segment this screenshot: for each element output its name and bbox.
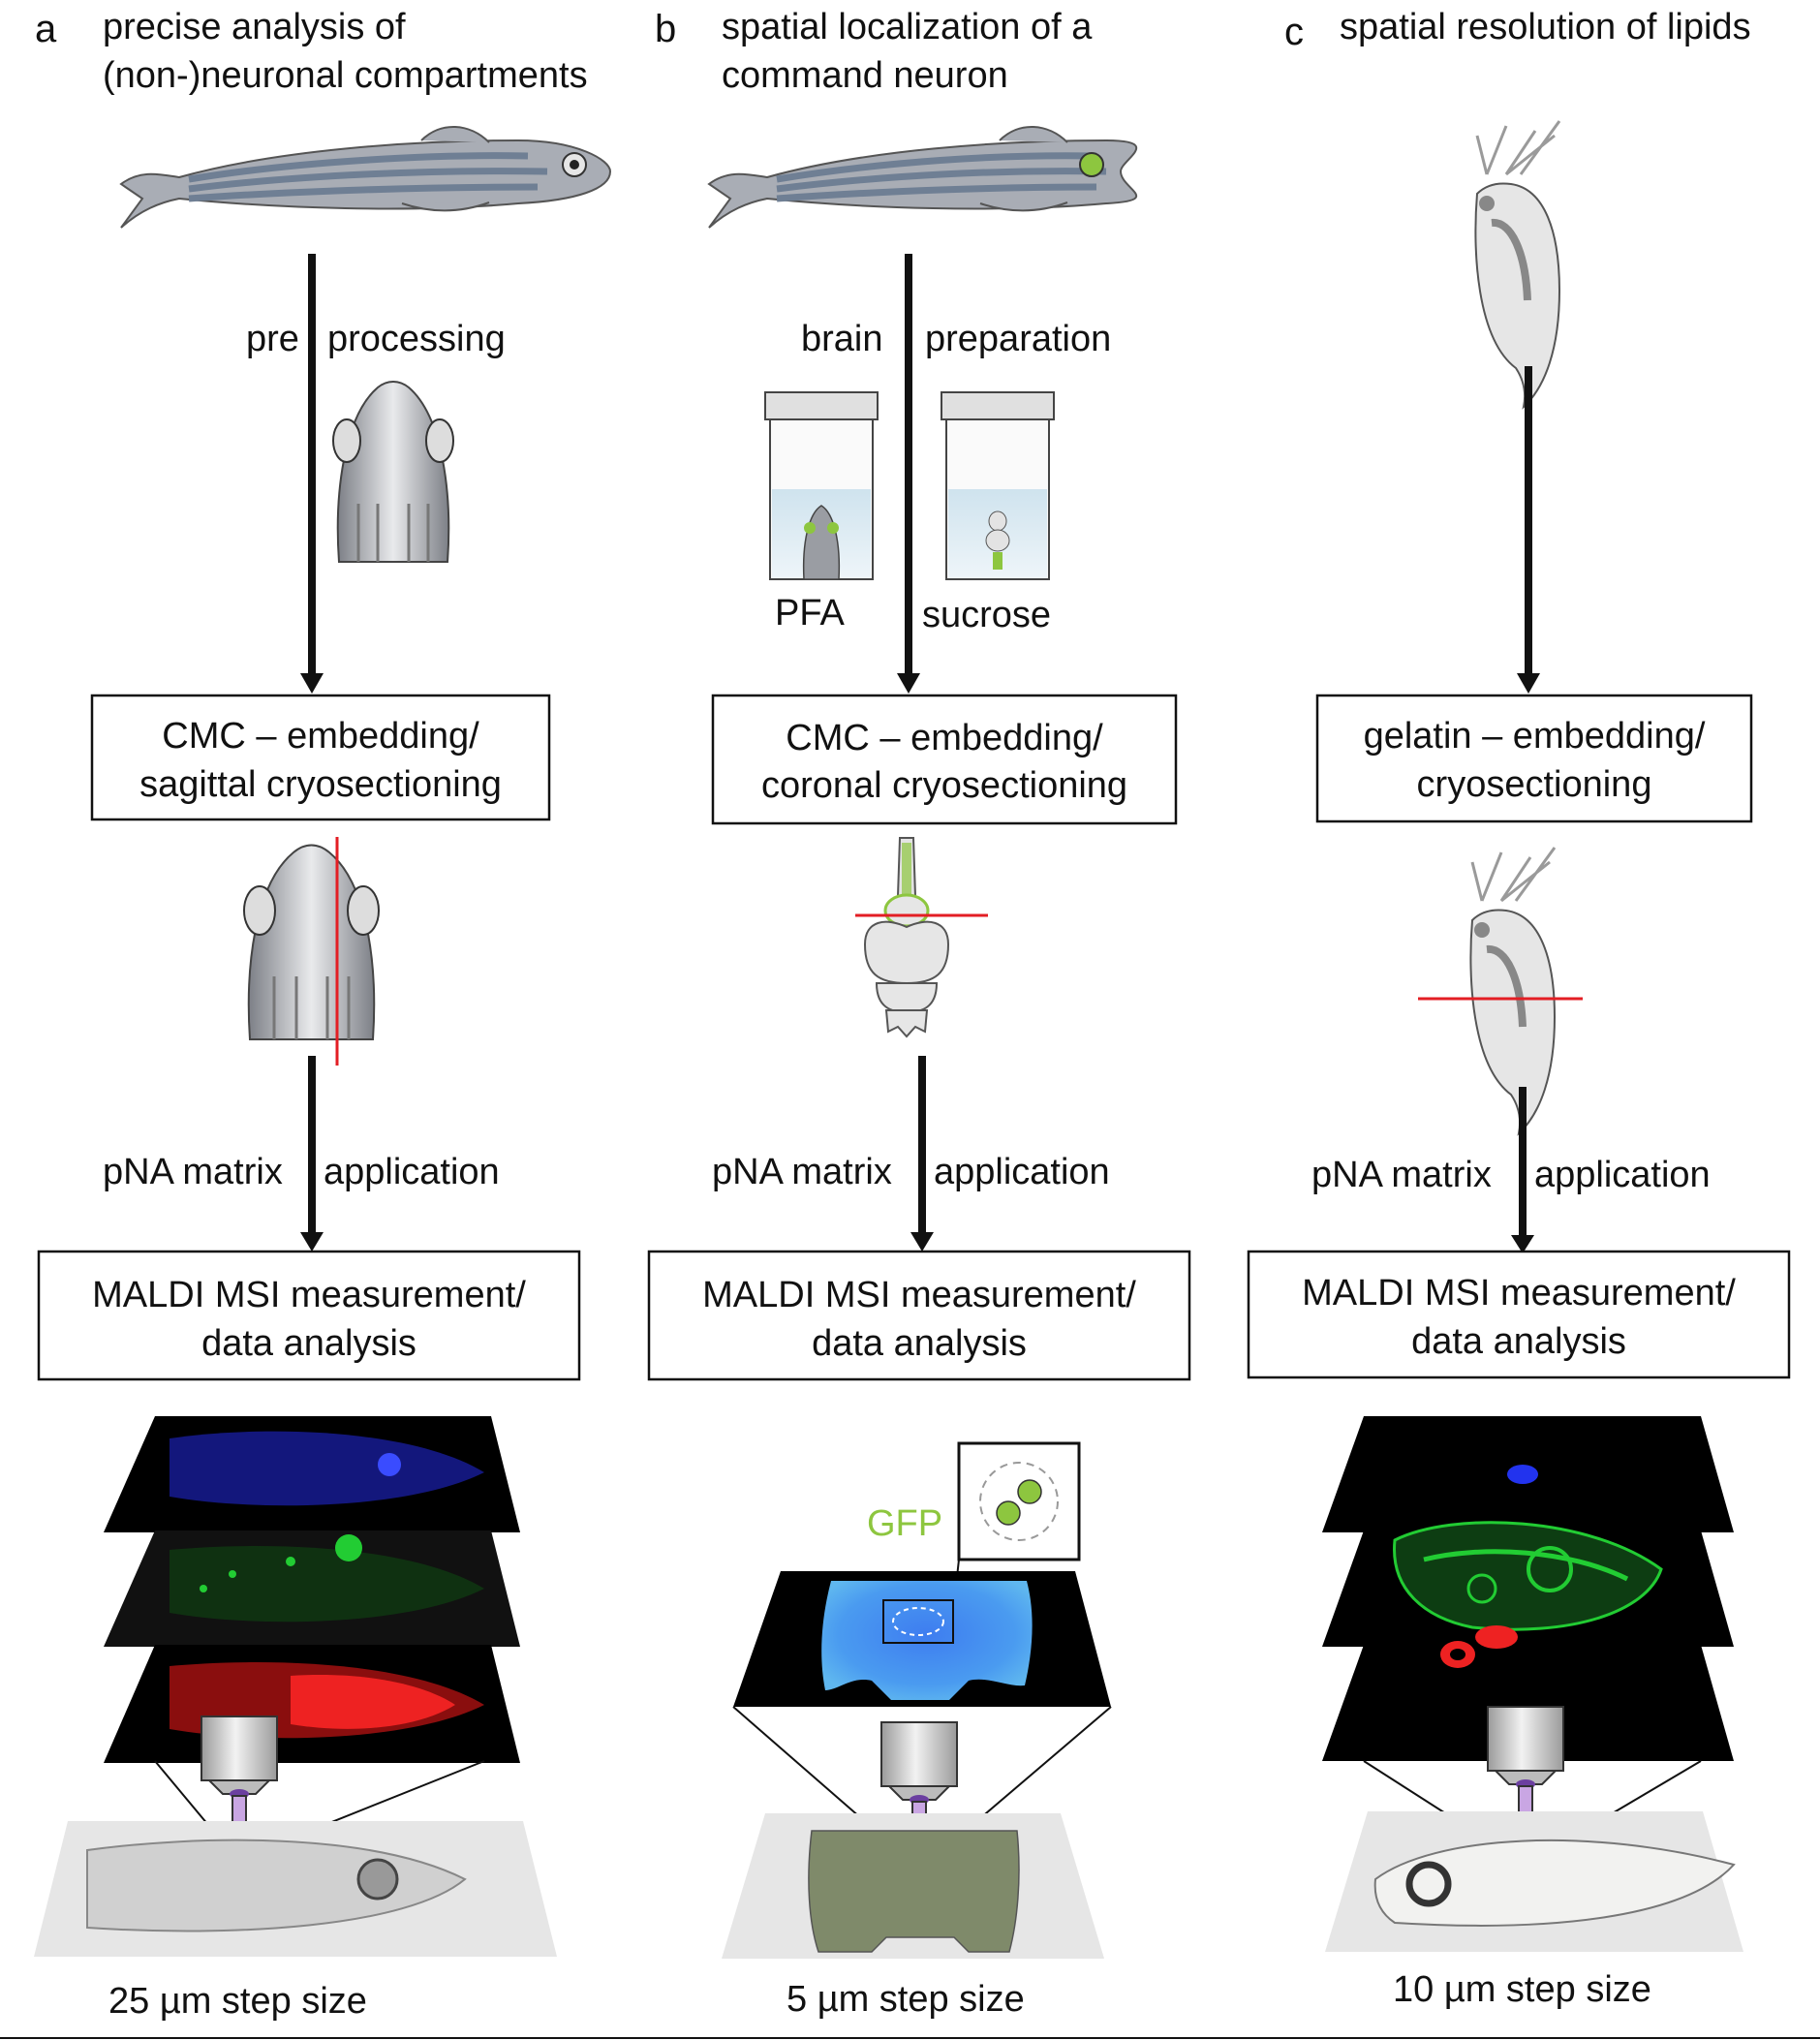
panel-a-box2: [37, 1250, 581, 1381]
panel-a: a precise analysis of (non-)neuronal com…: [34, 7, 612, 2022]
arrowhead-a-2: [300, 1232, 324, 1252]
arrowhead-a-1: [300, 673, 324, 694]
fish-head-sagittal-cut-icon: [243, 844, 380, 1040]
panel-b-letter: b: [655, 8, 676, 50]
panel-c-box1-line-2: cryosectioning: [1417, 764, 1652, 805]
panel-c-step2-right: application: [1534, 1155, 1711, 1195]
panel-b-step1-left: brain: [801, 319, 883, 359]
panel-a-ion-image-stack: [104, 1416, 520, 1763]
panel-a-step-size: 25 µm step size: [108, 1981, 367, 2022]
panel-b-box2: [647, 1250, 1191, 1381]
panel-a-box2-line-2: data analysis: [201, 1323, 416, 1364]
panel-a-box2-line-1: MALDI MSI measurement/: [92, 1275, 526, 1315]
panel-b-box1: [711, 694, 1178, 825]
panel-a-box1: [90, 694, 551, 821]
panel-a-letter: a: [35, 8, 57, 50]
arrowhead-b-1: [897, 673, 920, 694]
zebrafish-gfp-icon: [707, 126, 1138, 229]
arrowhead-c-2: [1511, 1235, 1534, 1253]
arrowhead-b-2: [910, 1232, 934, 1252]
panel-b-step2-right: application: [934, 1152, 1110, 1192]
panel-c-tissue-section: [1373, 1839, 1736, 1927]
panel-c-box1-line-1: gelatin – embedding/: [1364, 716, 1706, 757]
panel-b-step-size: 5 µm step size: [787, 1979, 1025, 2020]
panel-c-ion-image-stack: [1322, 1416, 1734, 1761]
daphnia-icon: [1474, 120, 1561, 410]
laser-objective-icon: [880, 1721, 958, 1880]
arrowhead-c-1: [1517, 673, 1540, 694]
panel-c-letter: c: [1284, 11, 1304, 53]
panel-a-step2-left: pNA matrix: [103, 1152, 283, 1192]
fish-head-top-view-icon: [332, 381, 454, 563]
panel-c-box2-line-1: MALDI MSI measurement/: [1302, 1273, 1736, 1314]
panel-a-box1-line-2: sagittal cryosectioning: [139, 764, 502, 805]
panel-b-step2-left: pNA matrix: [712, 1152, 892, 1192]
pfa-label: PFA: [775, 593, 845, 634]
panel-b: b spatial localization of a command neur…: [647, 7, 1191, 2020]
panel-a-title-line-1: precise analysis of: [103, 7, 406, 47]
panel-c: c spatial resolution of lipids gelatin –…: [1247, 7, 1791, 2010]
panel-b-step1-right: preparation: [925, 319, 1111, 359]
panel-b-box1-line-2: coronal cryosectioning: [761, 765, 1127, 806]
panel-b-box1-line-1: CMC – embedding/: [786, 718, 1103, 758]
gfp-label: GFP: [867, 1503, 942, 1544]
panel-c-box1: [1315, 694, 1753, 823]
pfa-jar-icon: [764, 391, 879, 580]
panel-b-title-line-1: spatial localization of a: [722, 7, 1093, 47]
panel-b-tissue-section: [808, 1830, 1020, 1953]
panel-a-box1-line-1: CMC – embedding/: [162, 716, 479, 757]
daphnia-cut-icon: [1469, 847, 1557, 1136]
panel-c-box2-line-2: data analysis: [1411, 1321, 1626, 1362]
panel-a-step1-right: processing: [327, 319, 506, 359]
panel-c-title-line-1: spatial resolution of lipids: [1340, 7, 1751, 47]
panel-c-step2-left: pNA matrix: [1311, 1155, 1492, 1195]
zebrafish-icon: [119, 126, 612, 229]
panel-b-ion-image: [733, 1571, 1111, 1707]
panel-c-step-size: 10 µm step size: [1393, 1969, 1651, 2010]
sucrose-label: sucrose: [922, 595, 1051, 635]
panel-a-title-line-2: (non-)neuronal compartments: [103, 55, 588, 96]
gfp-inset-box: [957, 1441, 1081, 1561]
brain-coronal-cut-icon: [863, 837, 950, 1038]
panel-a-step2-right: application: [324, 1152, 500, 1192]
panel-b-title-line-2: command neuron: [722, 55, 1008, 96]
panel-c-box2: [1247, 1250, 1791, 1379]
panel-b-box2-line-2: data analysis: [812, 1323, 1027, 1364]
sucrose-jar-icon: [941, 391, 1055, 580]
panel-b-box2-line-1: MALDI MSI measurement/: [702, 1275, 1136, 1315]
panel-a-step1-left: pre: [246, 319, 299, 359]
